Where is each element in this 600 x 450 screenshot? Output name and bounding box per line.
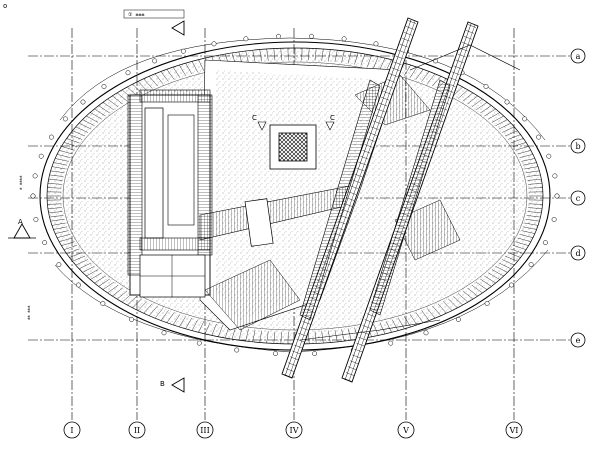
section-marker-c-right: C bbox=[325, 114, 335, 131]
row-label: d bbox=[575, 249, 580, 258]
rail-upper bbox=[409, 44, 521, 71]
plinth-hatch bbox=[278, 132, 308, 162]
dimension-marks bbox=[30, 33, 560, 357]
section-marker-b: B bbox=[160, 377, 185, 393]
row-bubble: d bbox=[570, 245, 586, 261]
dimension-tag bbox=[129, 317, 135, 322]
dimension-tag bbox=[504, 99, 510, 105]
dimension-tag bbox=[42, 240, 48, 246]
corner-mark: o bbox=[3, 2, 7, 10]
rail-lower bbox=[299, 319, 441, 341]
dimension-tag bbox=[30, 193, 36, 199]
column-bubble: IV bbox=[285, 421, 303, 439]
dimension-tag bbox=[536, 134, 542, 140]
rim-ticks bbox=[47, 48, 543, 344]
dimension-tag bbox=[554, 193, 560, 199]
section-b-label: B bbox=[160, 380, 165, 388]
dimension-tag bbox=[309, 33, 314, 39]
column-label: III bbox=[200, 426, 209, 435]
dimension-tag bbox=[152, 58, 158, 64]
column-bubble: II bbox=[128, 421, 146, 439]
dimension-tag bbox=[100, 301, 106, 306]
hatched-band bbox=[299, 79, 381, 321]
dimension-tag bbox=[312, 351, 318, 357]
top-note: ① ±±± bbox=[128, 12, 145, 18]
lower-stair-fan bbox=[204, 259, 301, 331]
stair-top bbox=[139, 89, 211, 103]
dimension-tag bbox=[423, 330, 429, 336]
dimension-tag bbox=[552, 173, 558, 179]
section-marker-a: A bbox=[8, 218, 36, 239]
inner-room bbox=[167, 114, 195, 226]
dimension-tag bbox=[484, 301, 490, 306]
row-label: a bbox=[576, 52, 581, 61]
column-bubble: I bbox=[63, 421, 81, 439]
section-c-left-label: C bbox=[252, 114, 257, 122]
dimension-tag bbox=[483, 84, 489, 89]
column-label: II bbox=[134, 426, 140, 435]
dimension-tag bbox=[373, 41, 379, 47]
dimension-tag bbox=[38, 153, 44, 159]
hatched-band-2 bbox=[369, 79, 451, 316]
left-vertical-dim: ± ±±±± bbox=[18, 175, 23, 190]
column-label: I bbox=[70, 426, 73, 435]
column-label: VI bbox=[509, 426, 519, 435]
dimension-tag bbox=[272, 351, 278, 357]
dimension-tag bbox=[76, 282, 81, 288]
dimension-tag bbox=[388, 340, 394, 346]
dimension-tag bbox=[32, 173, 38, 179]
dimension-tag bbox=[101, 84, 107, 89]
left-level-dim: ±± ±±± bbox=[26, 305, 31, 320]
dimension-tag bbox=[509, 282, 514, 288]
section-marker-c-left: C bbox=[252, 114, 267, 131]
dimension-tag bbox=[551, 217, 557, 222]
dimension-tag bbox=[196, 340, 202, 346]
dimension-tag bbox=[125, 70, 131, 76]
column-label: V bbox=[402, 426, 409, 435]
column-bubble: VI bbox=[505, 421, 523, 439]
stair-bottom bbox=[139, 237, 211, 251]
row-label: c bbox=[576, 194, 581, 203]
dimension-tag bbox=[341, 36, 347, 42]
row-label: b bbox=[575, 142, 580, 151]
column-bubble: III bbox=[196, 421, 214, 439]
row-bubble: c bbox=[570, 190, 586, 206]
dimension-tag bbox=[56, 262, 62, 268]
dimension-tag bbox=[528, 262, 534, 268]
row-bubbles: a b c d e bbox=[570, 48, 586, 348]
row-bubble: a bbox=[570, 48, 586, 64]
section-a-label: A bbox=[18, 218, 23, 226]
dimension-tag bbox=[62, 116, 68, 122]
diagonal-bridges bbox=[281, 17, 521, 383]
dimension-tag bbox=[161, 330, 167, 336]
section-c-right-label: C bbox=[330, 114, 335, 122]
row-bubble: b bbox=[570, 138, 586, 154]
dimension-tag bbox=[455, 317, 461, 322]
dimension-tag bbox=[180, 48, 186, 54]
building-left-core bbox=[144, 107, 164, 239]
dimension-tag bbox=[48, 134, 54, 140]
dimension-tag bbox=[33, 217, 39, 222]
dimension-tag bbox=[211, 41, 217, 47]
column-bubble: V bbox=[397, 421, 415, 439]
plaza-stipple bbox=[215, 70, 385, 320]
small-pavilion bbox=[244, 198, 274, 247]
dimension-tag bbox=[80, 99, 86, 105]
dimension-tag bbox=[234, 347, 240, 353]
dimension-tag bbox=[276, 33, 281, 39]
inner-ellipse bbox=[62, 61, 528, 331]
dimension-tag bbox=[243, 36, 249, 42]
row-label: e bbox=[576, 336, 581, 345]
stair-vertical bbox=[127, 94, 143, 276]
column-label: IV bbox=[290, 426, 299, 435]
section-marker-b-top bbox=[171, 20, 185, 36]
dimension-tag bbox=[522, 116, 528, 122]
row-bubble: e bbox=[570, 332, 586, 348]
dimension-tag bbox=[546, 153, 552, 159]
dimension-tag bbox=[542, 240, 548, 246]
